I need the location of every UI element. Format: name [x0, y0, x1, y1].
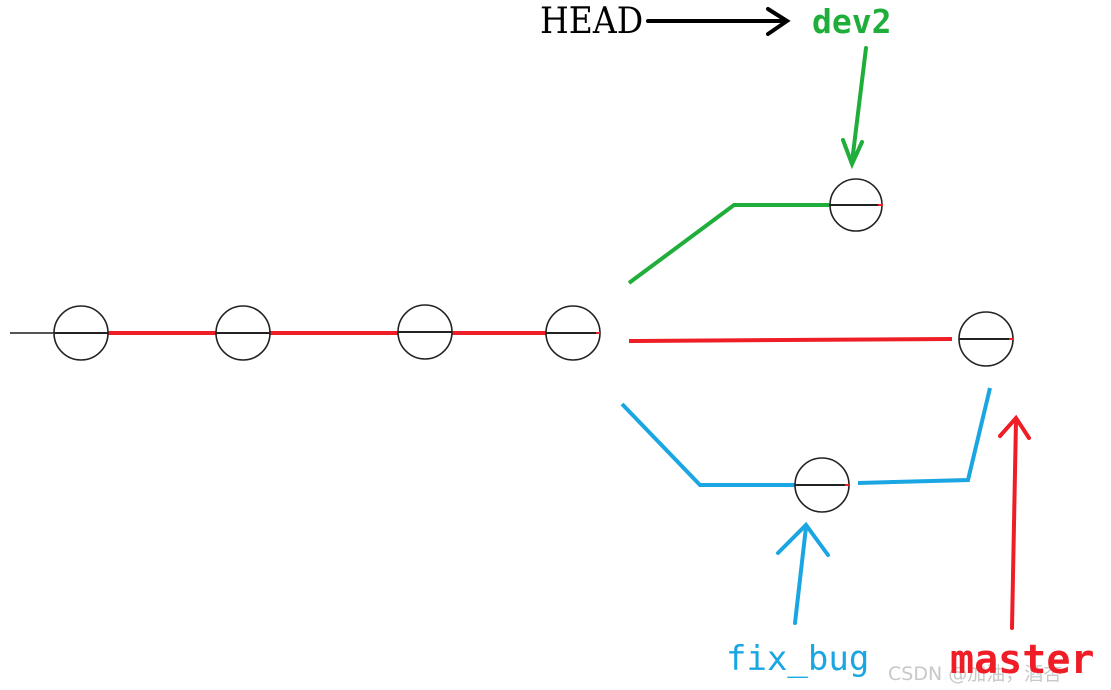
main-line	[108, 331, 953, 343]
master-branch-label: master	[950, 637, 1095, 683]
head-label: HEAD	[540, 0, 644, 42]
head-pointer-arrow	[646, 7, 791, 36]
fix-bug-merge-line	[857, 387, 992, 485]
fix-bug-branch-line	[620, 402, 795, 487]
master-merge-commit-node	[958, 311, 1014, 367]
commit-node	[215, 305, 271, 361]
fix-bug-pointer-arrow	[776, 521, 830, 625]
dev2-commit-node	[829, 178, 883, 232]
dev2-branch-line	[627, 203, 829, 285]
dev2-pointer-arrow	[841, 46, 868, 170]
commit-node	[545, 305, 601, 361]
watermark: CSDN @加油，酒杏	[888, 663, 1063, 685]
fix-bug-commit-node	[794, 457, 850, 513]
dev2-branch-label: dev2	[812, 2, 892, 41]
commit-node	[53, 305, 109, 361]
fix-bug-branch-label: fix_bug	[726, 639, 870, 679]
commit-node	[397, 304, 453, 360]
master-pointer-arrow	[998, 414, 1031, 630]
